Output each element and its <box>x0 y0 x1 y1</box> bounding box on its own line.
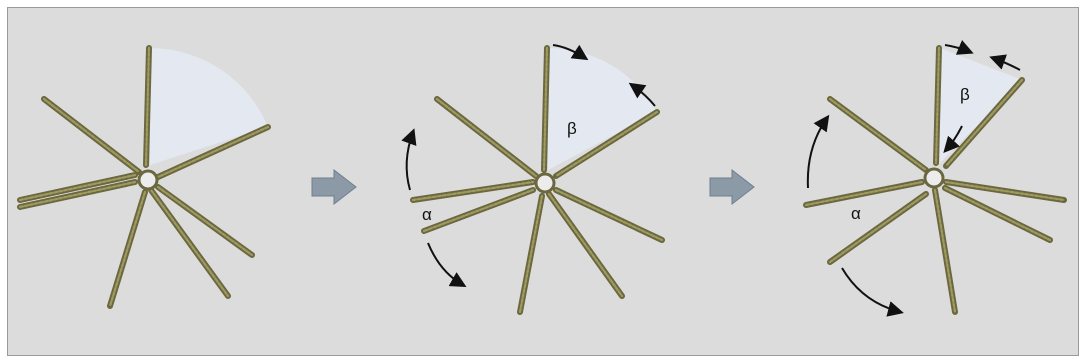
panel-initial <box>20 48 268 306</box>
body-hub <box>139 171 157 189</box>
alpha-label: α <box>851 204 861 223</box>
body-hub <box>925 169 943 187</box>
rotation-arrow-icon <box>842 268 900 312</box>
panel-final: α β <box>806 45 1064 312</box>
beta-label: β <box>567 119 577 138</box>
right-arrow-icon <box>710 170 754 204</box>
rotation-arrow-icon <box>945 45 970 52</box>
body-hub <box>536 174 554 192</box>
sector-wedge <box>548 48 657 170</box>
rotation-arrow-icon <box>428 243 463 285</box>
panel-intermediate: α β <box>407 45 662 312</box>
alpha-label: α <box>422 205 432 224</box>
rotation-arrow-icon <box>808 118 827 188</box>
rotation-arrow-icon <box>993 58 1020 70</box>
right-arrow-icon <box>312 170 356 204</box>
sector-wedge <box>150 48 268 165</box>
beta-label: β <box>960 85 970 104</box>
rotation-arrow-icon <box>407 132 413 190</box>
